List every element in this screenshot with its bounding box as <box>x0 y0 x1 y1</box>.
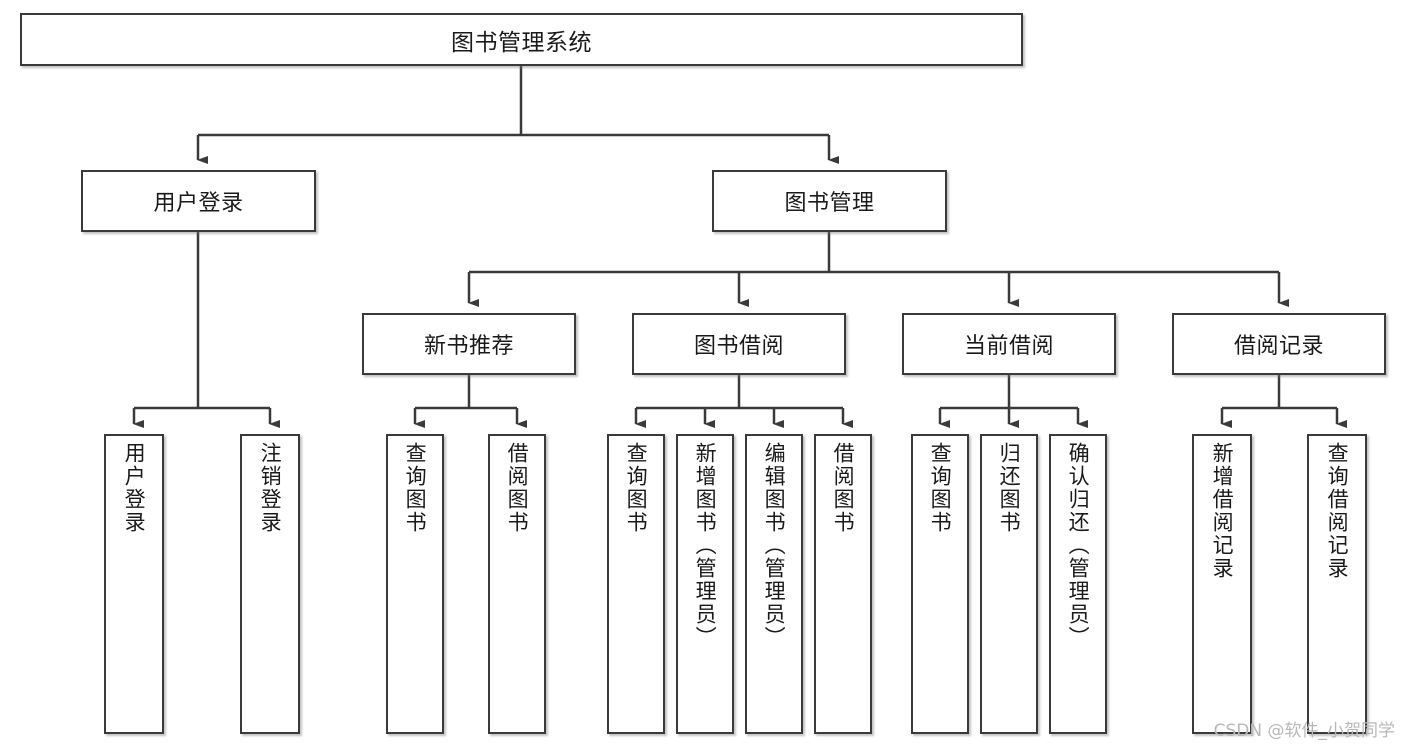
node-leaf-edit-book[interactable]: 编辑图书（管理员） <box>745 434 803 734</box>
node-borrow-record[interactable]: 借阅记录 <box>1172 313 1386 375</box>
node-borrow-record-label: 借阅记录 <box>1233 334 1324 359</box>
node-leaf-user-login[interactable]: 用户登录 <box>104 434 164 734</box>
node-leaf-borrow-book-1-label: 借阅图书 <box>505 442 530 534</box>
node-leaf-add-book-label: 新增图书（管理员） <box>693 442 718 649</box>
node-leaf-query-book-3[interactable]: 查询图书 <box>911 434 969 734</box>
node-leaf-add-record[interactable]: 新增借阅记录 <box>1192 434 1252 734</box>
node-leaf-query-book-2[interactable]: 查询图书 <box>607 434 665 734</box>
node-new-book-recommend-label: 新书推荐 <box>423 334 514 359</box>
node-leaf-query-book-3-label: 查询图书 <box>928 442 953 534</box>
node-user-login[interactable]: 用户登录 <box>81 170 316 232</box>
node-leaf-borrow-book-1[interactable]: 借阅图书 <box>488 434 546 734</box>
node-leaf-logout-login[interactable]: 注销登录 <box>240 434 300 734</box>
node-leaf-logout-login-label: 注销登录 <box>258 442 283 534</box>
node-leaf-query-record[interactable]: 查询借阅记录 <box>1307 434 1367 734</box>
node-leaf-borrow-book-2[interactable]: 借阅图书 <box>814 434 872 734</box>
node-leaf-user-login-label: 用户登录 <box>122 442 147 534</box>
node-leaf-confirm-return-label: 确认归还（管理员） <box>1066 442 1091 649</box>
node-leaf-add-book[interactable]: 新增图书（管理员） <box>676 434 734 734</box>
node-root-system[interactable]: 图书管理系统 <box>20 13 1023 66</box>
node-leaf-return-book[interactable]: 归还图书 <box>980 434 1038 734</box>
node-root-system-label: 图书管理系统 <box>451 29 592 56</box>
node-leaf-borrow-book-2-label: 借阅图书 <box>831 442 856 534</box>
node-new-book-recommend[interactable]: 新书推荐 <box>362 313 576 375</box>
node-book-management[interactable]: 图书管理 <box>712 170 947 232</box>
node-leaf-return-book-label: 归还图书 <box>997 442 1022 534</box>
node-user-login-label: 用户登录 <box>153 191 244 216</box>
node-current-borrow[interactable]: 当前借阅 <box>902 313 1116 375</box>
node-leaf-query-book-2-label: 查询图书 <box>624 442 649 534</box>
node-leaf-query-book-1-label: 查询图书 <box>403 442 428 534</box>
node-leaf-query-record-label: 查询借阅记录 <box>1325 442 1350 580</box>
node-book-management-label: 图书管理 <box>784 191 875 216</box>
node-leaf-add-record-label: 新增借阅记录 <box>1210 442 1235 580</box>
node-leaf-confirm-return[interactable]: 确认归还（管理员） <box>1049 434 1107 734</box>
watermark-text: CSDN @软件_小贺同学 <box>1213 721 1395 741</box>
node-book-borrow[interactable]: 图书借阅 <box>632 313 846 375</box>
node-current-borrow-label: 当前借阅 <box>963 334 1054 359</box>
node-book-borrow-label: 图书借阅 <box>693 334 784 359</box>
node-leaf-query-book-1[interactable]: 查询图书 <box>386 434 444 734</box>
node-leaf-edit-book-label: 编辑图书（管理员） <box>762 442 787 649</box>
